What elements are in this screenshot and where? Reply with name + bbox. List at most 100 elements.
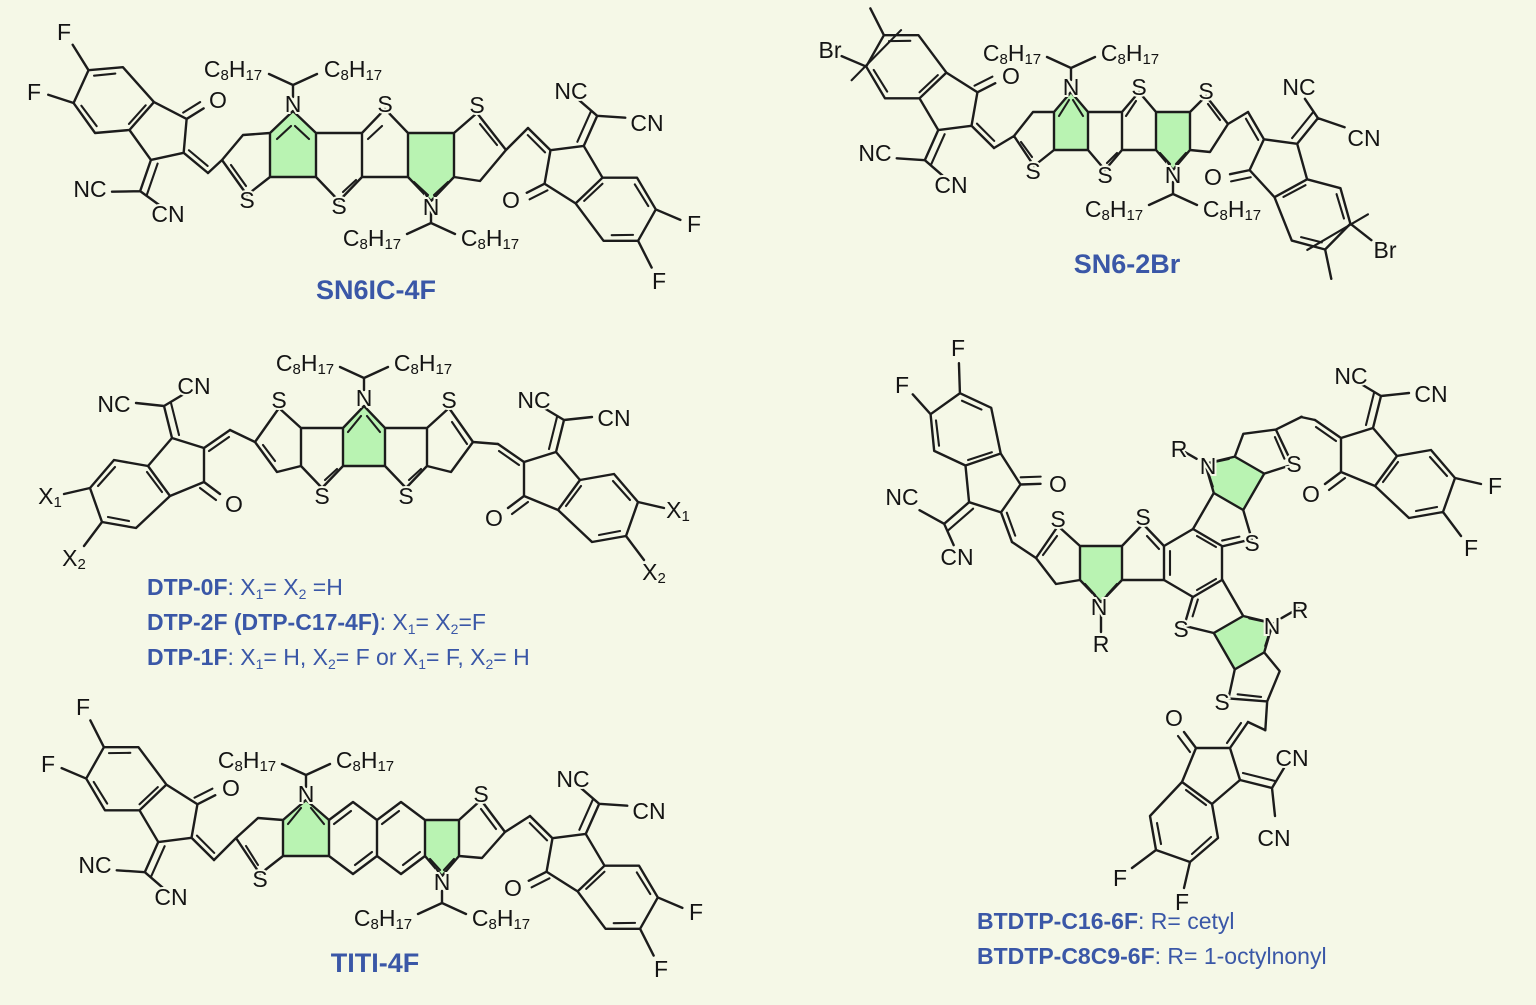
sulfur-label: S [1244,530,1259,556]
nitrile-label: CN [940,544,973,570]
nitrile-label: NC [78,852,111,878]
fluorine-label: F [27,79,41,105]
fluorine-label: F [1464,535,1478,561]
fluorine-label: F [951,335,965,361]
caption-dtp-1f: DTP-1F: X1= H, X2= F or X1= F, X2= H [147,644,530,672]
fluorine-label: F [895,372,909,398]
fluorine-label: F [76,694,90,720]
r-group-label: R [1171,436,1188,462]
alkyl-chain-label: C8H17 [354,905,412,933]
substituent-x1-label: X1 [666,497,690,525]
caption-sn6-2br: SN6-2Br [1073,249,1181,279]
bromine-label: Br [819,37,842,63]
nitrogen-label: N [285,91,302,117]
caption-btdtp-c8c9-6f: BTDTP-C8C9-6F: R= 1-octylnonyl [977,943,1327,969]
caption-titi-4f: TITI-4F [330,948,420,978]
sulfur-label: S [252,866,267,892]
r-group-label: R [1292,597,1309,623]
fluorine-label: F [652,268,666,294]
oxygen-label: O [1165,705,1183,731]
nitrile-label: CN [1347,125,1380,151]
substituent-x2-label: X2 [62,545,86,573]
nitrogen-label: N [434,869,451,895]
sulfur-label: S [1050,506,1065,532]
sulfur-label: S [331,193,346,219]
fluorine-label: F [57,19,71,45]
nitrogen-label: N [423,194,440,220]
alkyl-chain-label: C8H17 [343,225,401,253]
nitrile-label: CN [154,884,187,910]
caption-btdtp-c16-6f: BTDTP-C16-6F: R= cetyl [977,908,1235,934]
sulfur-label: S [469,92,484,118]
nitrogen-label: N [298,781,315,807]
nitrogen-label: N [356,385,373,411]
oxygen-label: O [1204,164,1222,190]
molecule-sn6-2br [823,3,1415,289]
alkyl-chain-label: C8H17 [461,225,519,253]
sulfur-label: S [1286,451,1301,477]
oxygen-label: O [1302,481,1320,507]
alkyl-chain-label: C8H17 [218,747,276,775]
nitrile-label: NC [1282,74,1315,100]
oxygen-label: O [225,491,243,517]
nitrile-label: NC [73,176,106,202]
fluorine-label: F [1113,865,1127,891]
fluorine-label: F [1488,473,1502,499]
nitrile-label: CN [934,172,967,198]
sulfur-label: S [1135,504,1150,530]
oxygen-label: O [209,87,227,113]
nitrile-label: NC [556,766,589,792]
nitrile-label: CN [1414,381,1447,407]
substituent-x2-label: X2 [642,559,666,587]
sulfur-label: S [1214,689,1229,715]
fluorine-label: F [41,751,55,777]
nitrile-label: CN [1275,745,1308,771]
nitrile-label: NC [97,391,130,417]
caption-sn6ic-4f: SN6IC-4F [315,275,437,305]
nitrogen-label: N [1091,594,1108,620]
nitrile-label: NC [1334,363,1367,389]
nitrile-label: CN [597,405,630,431]
nitrogen-label: N [1165,162,1182,188]
nitrile-label: CN [632,798,665,824]
alkyl-chain-label: C8H17 [983,40,1041,68]
fluorine-label: F [1175,889,1189,915]
r-group-label: R [1093,631,1110,657]
nitrile-label: NC [858,140,891,166]
alkyl-chain-label: C8H17 [472,905,530,933]
alkyl-chain-label: C8H17 [276,350,334,378]
oxygen-label: O [502,187,520,213]
alkyl-chain-label: C8H17 [204,56,262,84]
sulfur-label: S [1097,162,1112,188]
bromine-label: Br [1374,237,1397,263]
sulfur-label: S [1025,158,1040,184]
alkyl-chain-label: C8H17 [1085,196,1143,224]
alkyl-chain-label: C8H17 [1101,40,1159,68]
alkyl-chain-label: C8H17 [336,747,394,775]
nitrogen-label: N [1200,453,1217,479]
sulfur-label: S [1173,616,1188,642]
nitrile-label: NC [885,484,918,510]
fluorine-label: F [654,956,668,982]
caption-dtp-0f: DTP-0F: X1= X2 =H [147,574,343,602]
molecule-dtp [62,365,666,562]
oxygen-label: O [504,875,522,901]
oxygen-label: O [1002,63,1020,89]
sulfur-label: S [271,387,286,413]
sulfur-label: S [1198,78,1213,104]
sulfur-label: S [314,483,329,509]
alkyl-chain-label: C8H17 [324,56,382,84]
molecule-titi-4f [43,715,701,961]
nitrile-label: CN [630,110,663,136]
substituent-x1-label: X1 [38,483,62,511]
oxygen-label: O [1049,471,1067,497]
sulfur-label: S [377,91,392,117]
sulfur-label: S [398,483,413,509]
